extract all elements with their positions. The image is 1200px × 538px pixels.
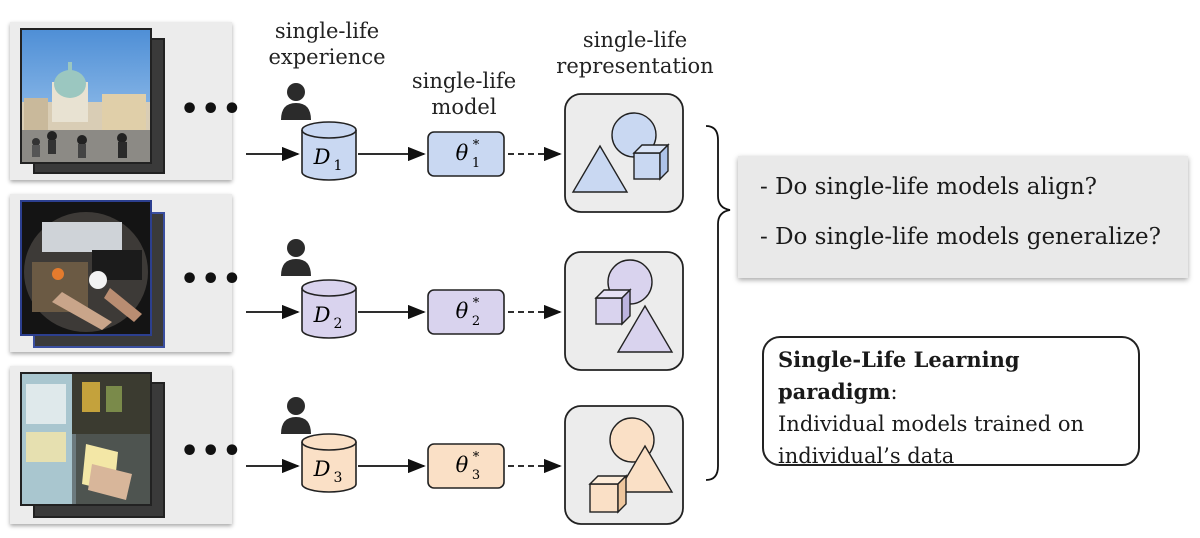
model-box-2: θ 2 * (427, 289, 505, 335)
row-3: D 3 θ 3 * (246, 397, 684, 525)
param-sup-2: * (473, 296, 480, 311)
model-box-3: θ 3 * (427, 443, 505, 489)
param-sup-3: * (473, 450, 480, 465)
shape-triangle-3 (616, 444, 674, 493)
ellipsis-3: ••• (180, 434, 244, 469)
image-fridge-photo (20, 372, 152, 506)
paradigm-line1: Individual models trained on (778, 412, 1084, 436)
param-label-2: θ (456, 299, 469, 323)
paradigm-title: Single-Life Learning paradigm (778, 347, 1020, 404)
shape-cube-2 (594, 288, 632, 326)
dataset-sub-2: 2 (334, 316, 343, 332)
header-representation-line1: single-life (582, 28, 688, 52)
cylinder-top-3 (301, 433, 357, 451)
param-sub-3: 3 (472, 468, 480, 483)
fridge-photo-graphic (22, 374, 150, 504)
header-experience: single-life experience (262, 18, 392, 70)
model-box-1: θ 1 * (427, 131, 505, 177)
question-generalize: - Do single-life models generalize? (760, 224, 1161, 250)
header-model-line2: model (431, 95, 497, 119)
kitchen-photo-graphic (22, 202, 150, 334)
cylinder-body-3 (301, 442, 357, 493)
shape-cube-1 (632, 143, 670, 181)
dataset-sub-3: 3 (334, 470, 343, 486)
paradigm-title-line: Single-Life Learning paradigm: (778, 344, 1124, 408)
dataset-cylinder-2: D 2 (301, 279, 357, 339)
ellipsis-2: ••• (180, 262, 244, 297)
representation-box-3 (564, 405, 684, 525)
ellipsis-1: ••• (180, 92, 244, 127)
cylinder-body-2 (301, 288, 357, 339)
dataset-sub-1: 1 (334, 158, 343, 174)
image-venice-photo (20, 28, 152, 164)
header-model-line1: single-life (411, 69, 517, 93)
dataset-label-2: D (313, 303, 331, 327)
dataset-label-3: D (313, 457, 331, 481)
row-1: D 1 θ 1 * (246, 83, 684, 213)
param-sub-1: 1 (472, 156, 480, 171)
curly-brace (705, 125, 731, 481)
dataset-cylinder-3: D 3 (301, 433, 357, 493)
header-representation: single-life representation (550, 27, 720, 79)
param-label-1: θ (456, 141, 469, 165)
questions-box: - Do single-life models align? - Do sing… (738, 156, 1188, 278)
header-experience-line2: experience (268, 45, 386, 69)
header-experience-line1: single-life (274, 19, 380, 43)
paradigm-box: Single-Life Learning paradigm: Individua… (762, 336, 1140, 468)
header-model: single-life model (404, 68, 524, 120)
person-icon (281, 239, 311, 276)
cylinder-top-1 (301, 121, 357, 139)
param-label-3: θ (456, 453, 469, 477)
question-align: - Do single-life models align? (760, 174, 1098, 200)
image-kitchen-photo (20, 200, 152, 336)
representation-box-2 (564, 251, 684, 371)
shape-triangle-2 (616, 304, 674, 353)
representation-box-1 (564, 93, 684, 213)
paradigm-colon: : (890, 380, 898, 404)
row-2: D 2 θ 2 * (246, 239, 684, 371)
cylinder-top-2 (301, 279, 357, 297)
venice-photo-graphic (22, 30, 150, 162)
person-icon (281, 83, 311, 120)
param-sub-2: 2 (472, 314, 480, 329)
person-icon (281, 397, 311, 434)
cylinder-body-1 (301, 130, 357, 181)
header-representation-line2: representation (556, 54, 714, 78)
dataset-label-1: D (313, 145, 331, 169)
paradigm-line2: individual’s data (778, 444, 955, 468)
shape-triangle-1 (571, 144, 629, 193)
param-sup-1: * (473, 138, 480, 153)
dataset-cylinder-1: D 1 (301, 121, 357, 181)
shape-cube-3 (588, 474, 628, 514)
